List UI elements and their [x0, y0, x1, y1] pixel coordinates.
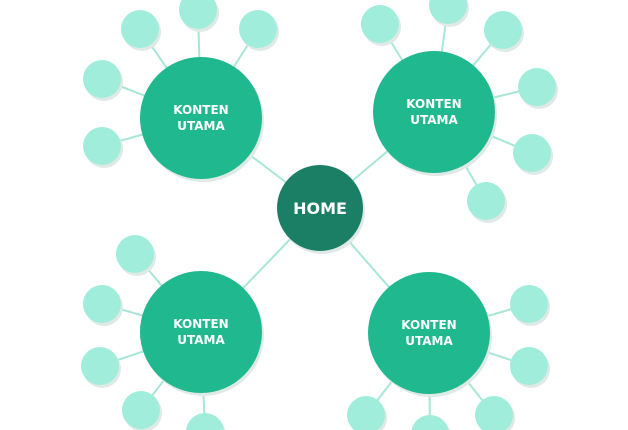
hub-node [373, 51, 495, 173]
subpage-node [186, 412, 224, 430]
hub-label-line2: UTAMA [410, 113, 458, 127]
hub-node [368, 272, 490, 394]
subpage-node [81, 347, 119, 385]
subpage-node [239, 10, 277, 48]
subpage-node [116, 235, 154, 273]
subpage-node [83, 60, 121, 98]
subpage-node [179, 0, 217, 29]
home-label: HOME [293, 199, 347, 218]
subpage-node [411, 414, 449, 430]
subpage-node [347, 396, 385, 430]
subpage-node [122, 391, 160, 429]
hub-label-line1: KONTEN [401, 318, 456, 332]
subpage-node [361, 5, 399, 43]
subpage-node [121, 10, 159, 48]
hub-node [140, 57, 262, 179]
subpage-node [475, 396, 513, 430]
subpage-node [510, 285, 548, 323]
subpage-node [429, 0, 467, 24]
hub-label-line2: UTAMA [177, 119, 225, 133]
hub-label-line2: UTAMA [177, 333, 225, 347]
hub-label-line2: UTAMA [405, 334, 453, 348]
subpage-node [83, 127, 121, 165]
subpage-node [83, 285, 121, 323]
home-node [277, 165, 363, 251]
hub-label-line1: KONTEN [173, 103, 228, 117]
hub-node [140, 271, 262, 393]
subpage-node [513, 134, 551, 172]
subpage-node [510, 347, 548, 385]
subpage-node [467, 182, 505, 220]
subpage-node [518, 68, 556, 106]
hub-label-line1: KONTEN [406, 97, 461, 111]
hub-label-line1: KONTEN [173, 317, 228, 331]
subpage-node [484, 11, 522, 49]
